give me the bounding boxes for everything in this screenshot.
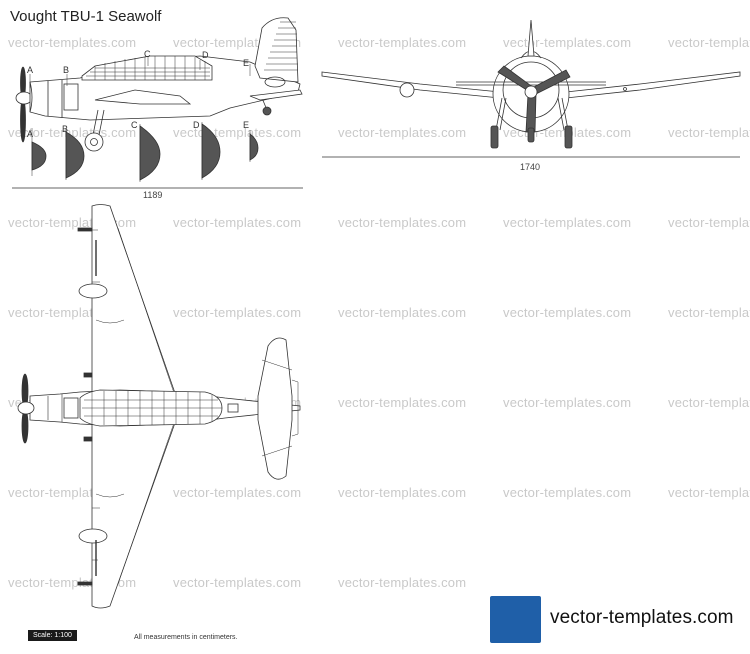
front-wheel-center xyxy=(527,127,535,143)
main-wheel xyxy=(84,132,104,152)
watermark-text: vector-templates.com xyxy=(503,395,631,410)
side-section-labels: A B C D E xyxy=(27,49,249,75)
wing-light xyxy=(623,87,627,91)
tail-wheel xyxy=(262,106,272,116)
cross-section-labels: A B C D E xyxy=(27,120,249,139)
top-tailplane xyxy=(257,337,293,480)
section-label-d: D xyxy=(193,120,200,130)
cross-section-b xyxy=(65,131,85,179)
front-propeller-blade xyxy=(525,93,537,133)
top-engine-panel xyxy=(63,397,79,419)
watermark-text: vector-templates.com xyxy=(173,215,301,230)
front-gear-left xyxy=(495,97,507,131)
front-view xyxy=(321,19,741,149)
logo-text: vector-templates.com xyxy=(550,607,734,628)
front-spinner xyxy=(524,85,538,99)
logo-icon xyxy=(490,596,541,643)
watermark-row: vector-templates.com vector-templates.co… xyxy=(8,305,750,320)
scale-badge: Scale: 1:100 xyxy=(28,630,77,641)
watermark-text: vector-templates.com xyxy=(173,575,301,590)
side-view xyxy=(15,17,303,152)
cross-section-c xyxy=(139,125,161,181)
tailplane-side xyxy=(249,89,303,101)
watermark-row: vector-templates.com vector-templates.co… xyxy=(8,125,750,140)
watermark-text: vector-templates.com xyxy=(8,125,136,140)
front-gear-right xyxy=(557,97,569,131)
tail-emblem xyxy=(264,76,286,88)
top-view xyxy=(17,204,301,609)
section-label-b: B xyxy=(62,124,68,134)
watermark-row: vector-templates.com vector-templates.co… xyxy=(8,35,750,50)
wing-pod xyxy=(399,82,415,98)
watermark-text: vector-templates.com xyxy=(338,215,466,230)
propeller-blade xyxy=(20,97,26,143)
front-fin xyxy=(527,19,535,57)
watermark-text: vector-templates.com xyxy=(338,125,466,140)
watermark-text: vector-templates.com xyxy=(338,575,466,590)
wing-pod-top xyxy=(78,283,108,299)
section-label-c: C xyxy=(144,49,151,59)
watermark-text: vector-templates.com xyxy=(338,485,466,500)
top-antenna-mount xyxy=(227,403,239,413)
watermark-text: vector-templates.com xyxy=(173,305,301,320)
watermark-row: vector-templates.com vector-templates.co… xyxy=(8,215,750,230)
section-label-c: C xyxy=(131,120,138,130)
engine-panel xyxy=(63,83,79,111)
watermark-text: vector-templates.com xyxy=(668,125,750,140)
watermark-text: vector-templates.com xyxy=(8,35,136,50)
span-dimension: 1740 xyxy=(520,162,540,172)
leading-edge-slot xyxy=(77,227,93,232)
cross-section-d xyxy=(201,123,221,179)
watermark-text: vector-templates.com xyxy=(338,35,466,50)
watermark-text: vector-templates.com xyxy=(338,395,466,410)
wing-side xyxy=(94,89,192,105)
section-label-b: B xyxy=(63,65,69,75)
watermark-row: vector-templates.com vector-templates.co… xyxy=(8,575,466,590)
cross-sections xyxy=(31,122,259,182)
length-dimension: 1189 xyxy=(143,190,162,200)
vertical-tail xyxy=(254,17,299,83)
leading-edge-slot xyxy=(77,581,93,586)
elevator-lines xyxy=(261,359,299,457)
rudder-ribs xyxy=(264,21,298,71)
gun-port xyxy=(83,372,93,378)
section-marker xyxy=(29,56,251,88)
section-label-e: E xyxy=(243,58,249,68)
measurement-note: All measurements in centimeters. xyxy=(134,634,238,641)
watermark-text: vector-templates.com xyxy=(173,485,301,500)
gun-port xyxy=(83,436,93,442)
flap-hinge xyxy=(95,319,125,498)
top-cowling xyxy=(47,394,63,422)
wing-panel-lines xyxy=(92,229,100,561)
top-spinner xyxy=(17,401,35,415)
front-tailplane xyxy=(456,81,606,86)
section-label-d: D xyxy=(202,50,209,60)
front-wheel-left xyxy=(490,125,499,149)
page-title: Vought TBU-1 Seawolf xyxy=(10,8,162,25)
watermark-text: vector-templates.com xyxy=(668,395,750,410)
watermark-text: vector-templates.com xyxy=(503,305,631,320)
watermark-text: vector-templates.com xyxy=(668,35,750,50)
wing-pod-top xyxy=(78,528,108,544)
watermark-text: vector-templates.com xyxy=(503,485,631,500)
main-wheel-hub xyxy=(90,138,98,146)
watermark-text: vector-templates.com xyxy=(503,215,631,230)
section-label-e: E xyxy=(243,120,249,130)
front-wheel-right xyxy=(564,125,573,149)
section-label-a: A xyxy=(27,129,33,139)
cross-section-e xyxy=(249,133,259,161)
watermark-text: vector-templates.com xyxy=(503,35,631,50)
wing-fold-line xyxy=(117,227,176,585)
watermark-text: vector-templates.com xyxy=(668,215,750,230)
watermark-text: vector-templates.com xyxy=(668,305,750,320)
top-canopy-frames xyxy=(82,391,222,425)
canopy-frames xyxy=(86,56,210,80)
cowling xyxy=(29,80,63,118)
cross-section-a xyxy=(31,141,47,171)
section-label-a: A xyxy=(27,65,33,75)
watermark-text: vector-templates.com xyxy=(668,485,750,500)
watermark-text: vector-templates.com xyxy=(338,305,466,320)
